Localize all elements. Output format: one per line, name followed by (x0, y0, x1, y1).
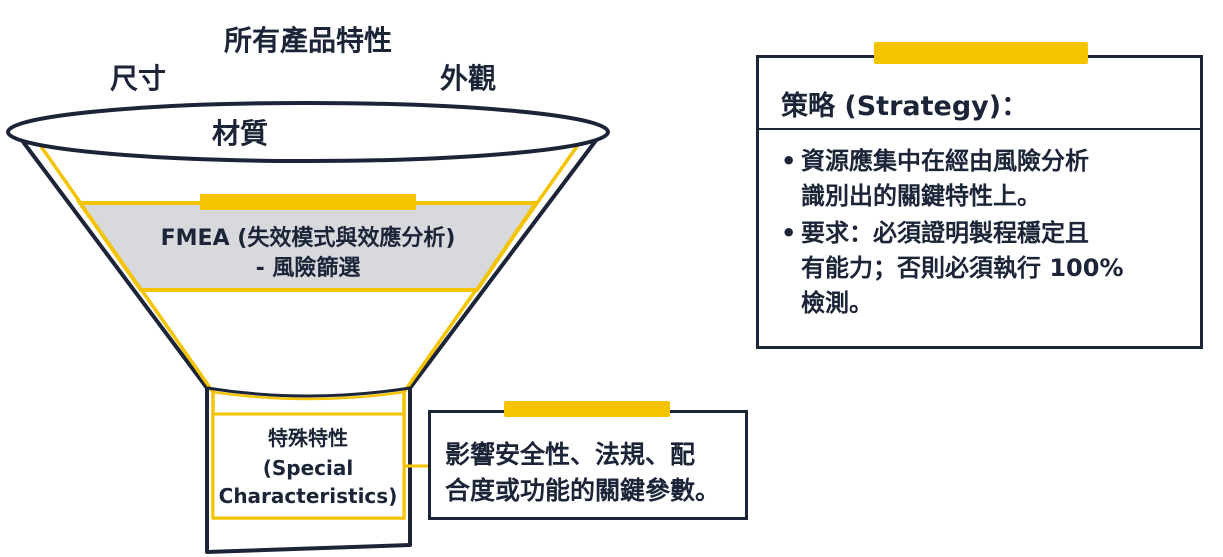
impact-line: 合度或功能的關鍵參數。 (445, 476, 721, 505)
strategy-list: • 資源應集中在經由風險分析 識別出的關鍵特性上。 • 要求：必須證明製程穩定且… (759, 130, 1200, 321)
fmea-title: FMEA (失效模式與效應分析) (161, 225, 456, 251)
funnel-neck-inner (212, 390, 405, 401)
label-dimension: 尺寸 (110, 62, 166, 95)
list-item-line: 有能力；否則必須執行 100% (801, 254, 1124, 282)
special-characteristics-label-en1: (Special (263, 456, 354, 480)
label-appearance: 外觀 (440, 62, 496, 95)
strategy-box: 策略 (Strategy)： • 資源應集中在經由風險分析 識別出的關鍵特性上。… (756, 55, 1203, 349)
bullet: • (781, 147, 797, 175)
list-item-line: 識別出的關鍵特性上。 (801, 182, 1041, 210)
list-item-line: 檢測。 (801, 289, 873, 317)
impact-box: 影響安全性、法規、配 合度或功能的關鍵參數。 (428, 410, 748, 520)
fmea-subtitle: - 風險篩選 (256, 255, 361, 281)
list-item-line: 要求：必須證明製程穩定且 (801, 219, 1089, 247)
funnel-neck-curve (206, 386, 411, 398)
impact-yellow-tab (504, 401, 670, 417)
bullet: • (781, 219, 797, 247)
special-characteristics-label-en2: Characteristics) (219, 484, 398, 508)
special-characteristics-label-zh: 特殊特性 (268, 426, 348, 450)
list-item-line: 資源應集中在經由風險分析 (801, 147, 1089, 175)
strategy-yellow-tab (874, 42, 1088, 64)
list-item: • 資源應集中在經由風險分析 識別出的關鍵特性上。 (781, 144, 1190, 214)
funnel-rim (6, 101, 610, 163)
fmea-yellow-tab (200, 194, 416, 210)
list-item: • 要求：必須證明製程穩定且 有能力；否則必須執行 100% 檢測。 (781, 216, 1190, 321)
impact-line: 影響安全性、法規、配 (445, 440, 696, 469)
label-all-product-characteristics: 所有產品特性 (224, 24, 392, 57)
special-characteristics-box (211, 412, 406, 520)
label-material: 材質 (212, 117, 268, 150)
strategy-title: 策略 (Strategy)： (759, 58, 1200, 130)
